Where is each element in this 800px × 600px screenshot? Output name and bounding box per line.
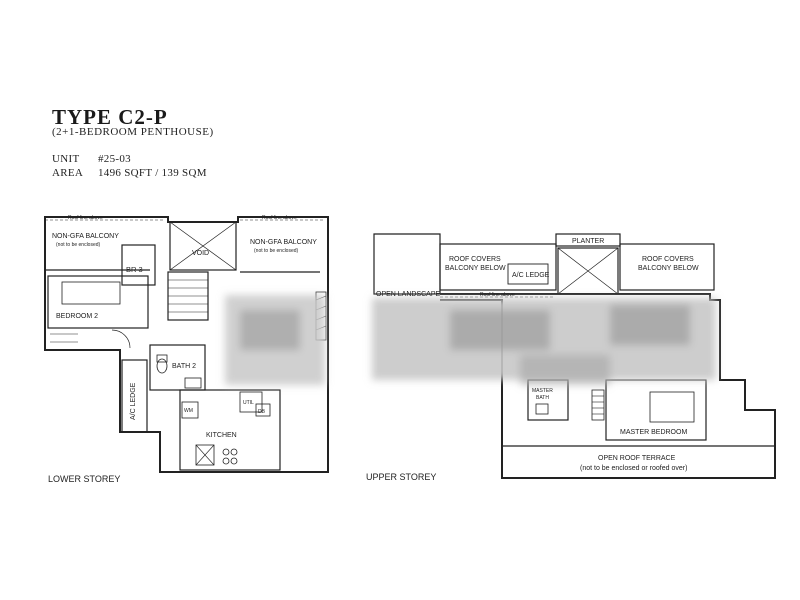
terrace-note: (not to be enclosed or roofed over): [580, 465, 687, 472]
lower-balcony-left-note: (not to be enclosed): [56, 242, 101, 248]
upper-roof-line: Roof line above: [480, 292, 515, 298]
bath2-label: BATH 2: [172, 363, 196, 370]
upper-roof-covers-left-1: ROOF COVERS: [449, 256, 501, 263]
bedroom2-label: BEDROOM 2: [56, 313, 98, 320]
master-bath-label-1: MASTER: [532, 388, 553, 394]
upper-ac-ledge-label: A/C LEDGE: [512, 272, 550, 279]
lower-balcony-right-title: NON-GFA BALCONY: [250, 239, 317, 246]
unit-value: #25-03: [98, 153, 131, 165]
lower-storey-plan: [44, 216, 329, 473]
lower-balcony-left-title: NON-GFA BALCONY: [52, 233, 119, 240]
kitchen-label: KITCHEN: [206, 432, 237, 439]
master-bedroom-label: MASTER BEDROOM: [620, 429, 687, 436]
lower-redacted-area: [225, 295, 325, 385]
plan-type-title: TYPE C2-P: [52, 105, 168, 129]
upper-storey-caption: UPPER STOREY: [366, 472, 436, 482]
util-label: UTIL: [243, 400, 254, 406]
upper-redacted-area: [372, 298, 716, 385]
void-label: VOID: [192, 250, 209, 257]
lower-roof-line-left: Roof line above: [68, 215, 103, 221]
master-bath-label-2: BATH: [536, 395, 549, 401]
plan-type-subtitle: (2+1-BEDROOM PENTHOUSE): [52, 126, 214, 138]
upper-roof-covers-left-2: BALCONY BELOW: [445, 265, 506, 272]
area-label: AREA: [52, 167, 84, 179]
planter-label: PLANTER: [572, 238, 604, 245]
open-landscape-label: OPEN LANDSCAPE: [376, 291, 441, 298]
lower-storey-caption: LOWER STOREY: [48, 474, 120, 484]
br3-label: BR 3: [126, 265, 143, 274]
terrace-label: OPEN ROOF TERRACE: [598, 455, 676, 462]
lower-roof-line-right: Roof line above: [262, 215, 297, 221]
db-label: DB: [258, 409, 266, 415]
area-value: 1496 SQFT / 139 SQM: [98, 167, 207, 179]
lower-balcony-right-note: (not to be enclosed): [254, 248, 299, 254]
upper-roof-covers-right-1: ROOF COVERS: [642, 256, 694, 263]
upper-roof-covers-right-2: BALCONY BELOW: [638, 265, 699, 272]
unit-label: UNIT: [52, 153, 80, 165]
lower-ac-ledge-label: A/C LEDGE: [130, 382, 137, 420]
wm-label: WM: [184, 408, 193, 414]
